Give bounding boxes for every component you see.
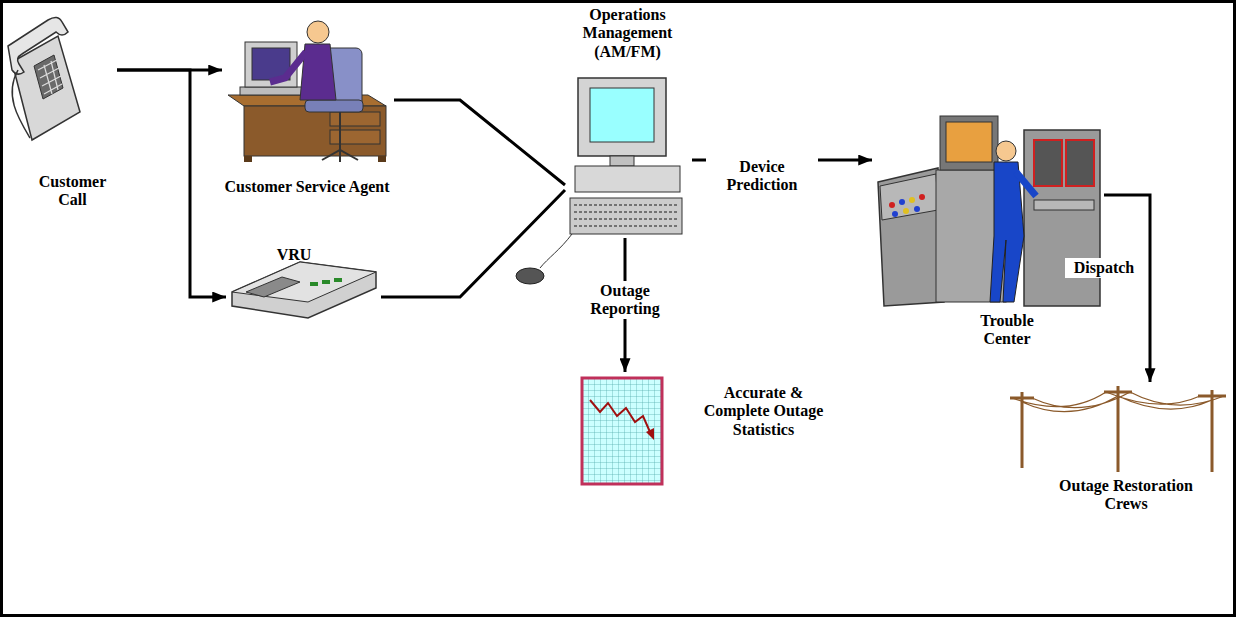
power-poles-icon [1010,386,1226,472]
trouble-center-icon-part [990,162,1024,302]
agent-icon-part [378,156,386,162]
vru-device-icon-part [322,280,330,284]
node-label: Trouble Center [962,312,1052,349]
computer-icon-part [570,198,682,234]
agent-icon-part [307,21,329,43]
connector-arrow [117,70,226,297]
statistics-chart-icon [582,378,662,484]
trouble-center-icon-part [919,194,925,200]
node-label: Accurate & Complete Outage Statistics [691,384,836,439]
icon-label-node: Accurate & Complete Outage Statistics [578,372,843,490]
vru-device-icon-part [310,282,318,286]
node-label: Outage Restoration Crews [1036,477,1216,514]
statistics-chart-icon-part [582,378,662,484]
computer-icon-part [574,205,678,226]
node-label: Customer Service Agent [222,178,392,196]
trouble-center-icon-part [1034,200,1094,210]
computer-icon-part [540,234,572,268]
agent-icon-part [244,156,252,162]
agent-icon-part [240,87,302,95]
trouble-center-icon-part [1016,172,1036,196]
connector-arrow [381,190,565,297]
node-label: VRU [270,246,318,264]
computer-icon-part [590,88,654,142]
agent-icon-part [330,130,380,144]
icon-label-node: Operations Management (AM/FM) [565,6,692,238]
telephone-icon [8,17,80,140]
connector-label: Dispatch [1065,258,1143,278]
telephone-icon-part [8,17,68,74]
trouble-center-icon-part [996,141,1016,161]
icon-label-node: VRU [226,240,381,320]
computer-icon [516,78,682,284]
icon-label-node: Customer Service Agent [222,12,394,202]
icon-label-node: Outage Restoration Crews [1012,382,1232,530]
trouble-center-icon-part [946,122,992,162]
icon-label-node: Customer Call [5,15,117,212]
trouble-center-icon-part [878,168,944,306]
connector-label: Device Prediction [706,157,818,196]
agent-icon-part [244,106,386,156]
trouble-center-icon-part [892,211,898,217]
trouble-center-icon-part [940,116,998,170]
agent-icon-part [322,112,358,162]
agent-icon-part [270,52,306,82]
telephone-icon-part [12,70,30,138]
trouble-center-icon-part [880,174,938,220]
vru-device-icon-part [246,277,300,297]
trouble-center-icon-part [1034,140,1062,186]
trouble-center-icon-part [889,202,895,208]
trouble-center-icon-part [899,199,905,205]
computer-icon-part [578,78,666,156]
trouble-center-icon-part [1066,140,1094,186]
telephone-icon-part [38,60,62,94]
vru-device-icon [232,262,376,318]
node-label: Operations Management (AM/FM) [565,6,690,61]
connector-arrow [394,100,565,185]
agent-icon-part [305,100,363,112]
vru-device-icon-part [232,262,376,302]
trouble-center-icon-part [903,208,909,214]
telephone-icon-part [34,55,63,99]
power-poles-icon-part [1012,392,1224,412]
vru-device-icon-part [334,278,342,282]
connector-arrow [1104,195,1150,382]
statistics-chart-icon-part [590,400,650,432]
computer-icon-part [516,268,544,284]
trouble-center-icon-part [914,206,920,212]
icon-label-node: Trouble Center [872,112,1104,367]
statistics-chart-icon-part [646,428,654,440]
trouble-center-icon-part [1024,130,1100,306]
agent-icon [228,21,386,162]
vru-device-icon-part [232,262,376,318]
connector-label: Outage Reporting [582,281,668,320]
computer-icon-part [610,156,634,166]
node-label: Customer Call [30,173,115,210]
trouble-center-icon-part [909,197,915,203]
computer-icon-part [575,166,680,192]
agent-icon-part [330,112,380,126]
